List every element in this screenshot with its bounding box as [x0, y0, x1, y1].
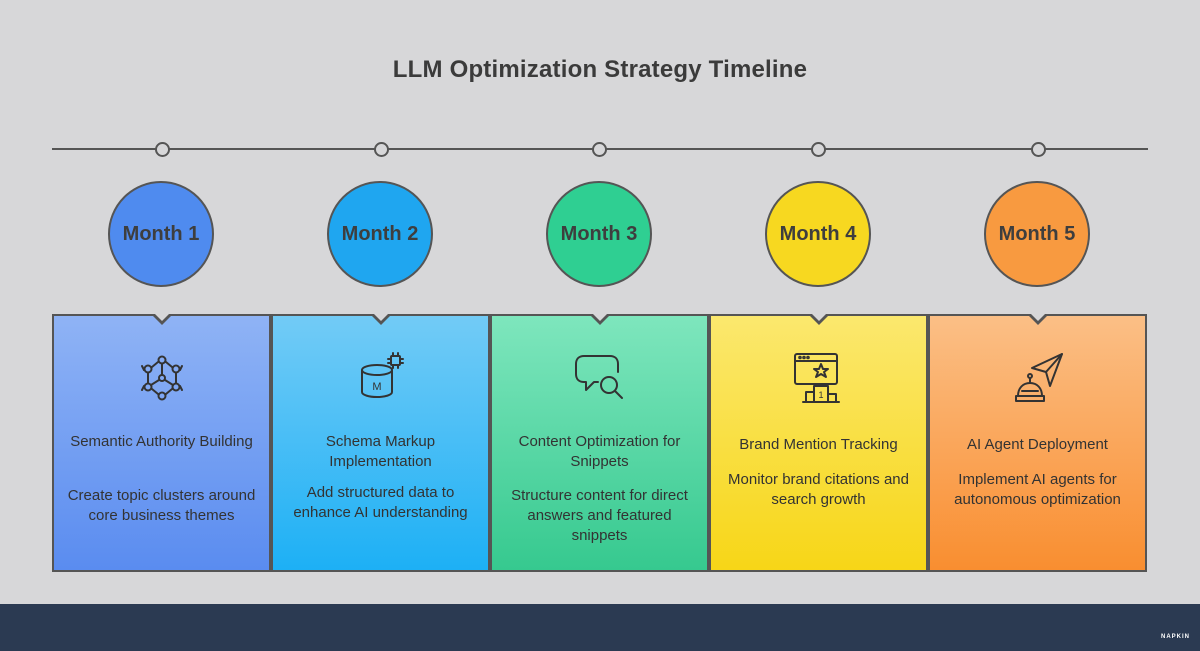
diagram-title: LLM Optimization Strategy Timeline [392, 56, 808, 83]
database-chip-icon: M [360, 352, 404, 398]
card-title: Schema Markup Implementation [325, 433, 436, 470]
card-notch [588, 312, 611, 325]
timeline-dot [592, 142, 607, 157]
timeline-dot [811, 142, 826, 157]
month-2-circle: Month 2 [327, 181, 433, 287]
month-3-card: Content Optimization for Snippets Struct… [490, 312, 709, 572]
browser-ranking-icon: 1 [793, 353, 840, 403]
napkin-logo: NAPKIN [1160, 634, 1190, 640]
card-title: Brand Mention Tracking [739, 436, 898, 453]
month-5-card: AI Agent Deployment Implement AI agents … [928, 312, 1147, 572]
card-title: Semantic Authority Building [70, 433, 253, 450]
card-description: Implement AI agents for autonomous optim… [954, 471, 1121, 508]
svg-text:M: M [372, 381, 381, 393]
svg-text:1: 1 [818, 390, 823, 400]
chat-search-icon [574, 355, 623, 399]
month-5-circle: Month 5 [984, 181, 1090, 287]
timeline-dot [374, 142, 389, 157]
robot-send-icon [1014, 353, 1063, 402]
timeline-dot [155, 142, 170, 157]
card-description: Add structured data to enhance AI unders… [293, 484, 468, 521]
card-description: Create topic clusters around core busine… [67, 487, 256, 524]
network-nodes-icon [140, 355, 183, 401]
card-notch [369, 312, 392, 325]
month-2-card: M Schema Markup Implementation Add struc… [271, 312, 490, 572]
card-notch [807, 312, 830, 325]
diagram-canvas: LLM Optimization Strategy Timeline Month… [52, 56, 1148, 572]
timeline-dot [1031, 142, 1046, 157]
month-4-card: 1 Brand Mention Tracking Monitor brand c… [709, 312, 928, 572]
card-title: AI Agent Deployment [967, 436, 1108, 453]
month-1-card: Semantic Authority Building Create topic… [52, 312, 271, 572]
card-description: Monitor brand citations and search growt… [728, 471, 909, 508]
footer-bar: NAPKIN [0, 604, 1200, 651]
card-notch [1026, 312, 1049, 325]
card-description: Structure content for direct answers and… [511, 487, 688, 544]
card-title: Content Optimization for Snippets [518, 433, 681, 470]
month-3-circle: Month 3 [546, 181, 652, 287]
month-1-circle: Month 1 [108, 181, 214, 287]
month-4-circle: Month 4 [765, 181, 871, 287]
card-notch [150, 312, 173, 325]
